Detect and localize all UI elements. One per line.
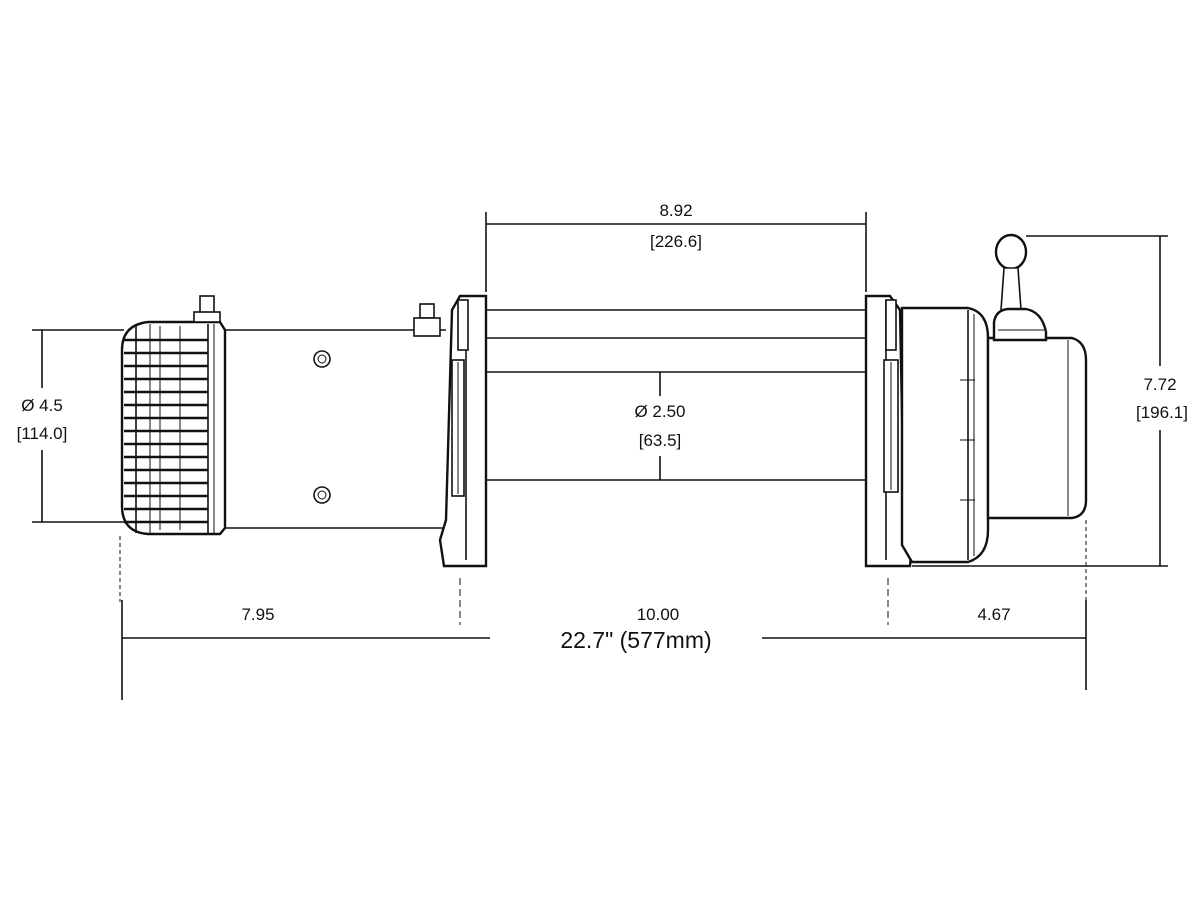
motor-end-cap — [120, 320, 227, 536]
drum-diameter-dimension: Ø 2.50 [63.5] — [634, 372, 686, 480]
drum-length-metric: [226.6] — [650, 232, 702, 251]
right-span-value: 4.67 — [977, 605, 1010, 624]
height-dimension: 7.72 [196.1] — [912, 235, 1188, 567]
overall-length-value: 22.7" (577mm) — [560, 627, 711, 653]
tie-bar — [486, 309, 868, 339]
left-end-plate — [438, 294, 488, 568]
drum-diameter-metric: [63.5] — [639, 431, 682, 450]
drum-length-dimension: 8.92 [226.6] — [485, 201, 867, 292]
motor-bolt — [413, 303, 441, 337]
clutch-housing — [986, 336, 1088, 520]
motor-housing — [225, 329, 446, 529]
height-metric: [196.1] — [1136, 403, 1188, 422]
winch-outline — [120, 233, 1088, 568]
height-value: 7.72 — [1143, 375, 1176, 394]
motor-diameter-metric: [114.0] — [17, 424, 68, 443]
motor-diameter-value: Ø 4.5 — [21, 396, 63, 415]
motor-terminal — [193, 295, 221, 323]
overall-length-dimension: 7.95 10.00 4.67 22.7" (577mm) — [119, 520, 1087, 700]
gear-housing — [900, 306, 990, 564]
mount-span-value: 10.00 — [637, 605, 680, 624]
clutch-lever — [992, 233, 1048, 342]
left-span-value: 7.95 — [241, 605, 274, 624]
right-end-plate — [864, 294, 914, 568]
drum — [486, 371, 868, 481]
drum-length-value: 8.92 — [659, 201, 692, 220]
motor-diameter-dimension: Ø 4.5 [114.0] — [17, 329, 124, 523]
drum-diameter-value: Ø 2.50 — [634, 402, 685, 421]
